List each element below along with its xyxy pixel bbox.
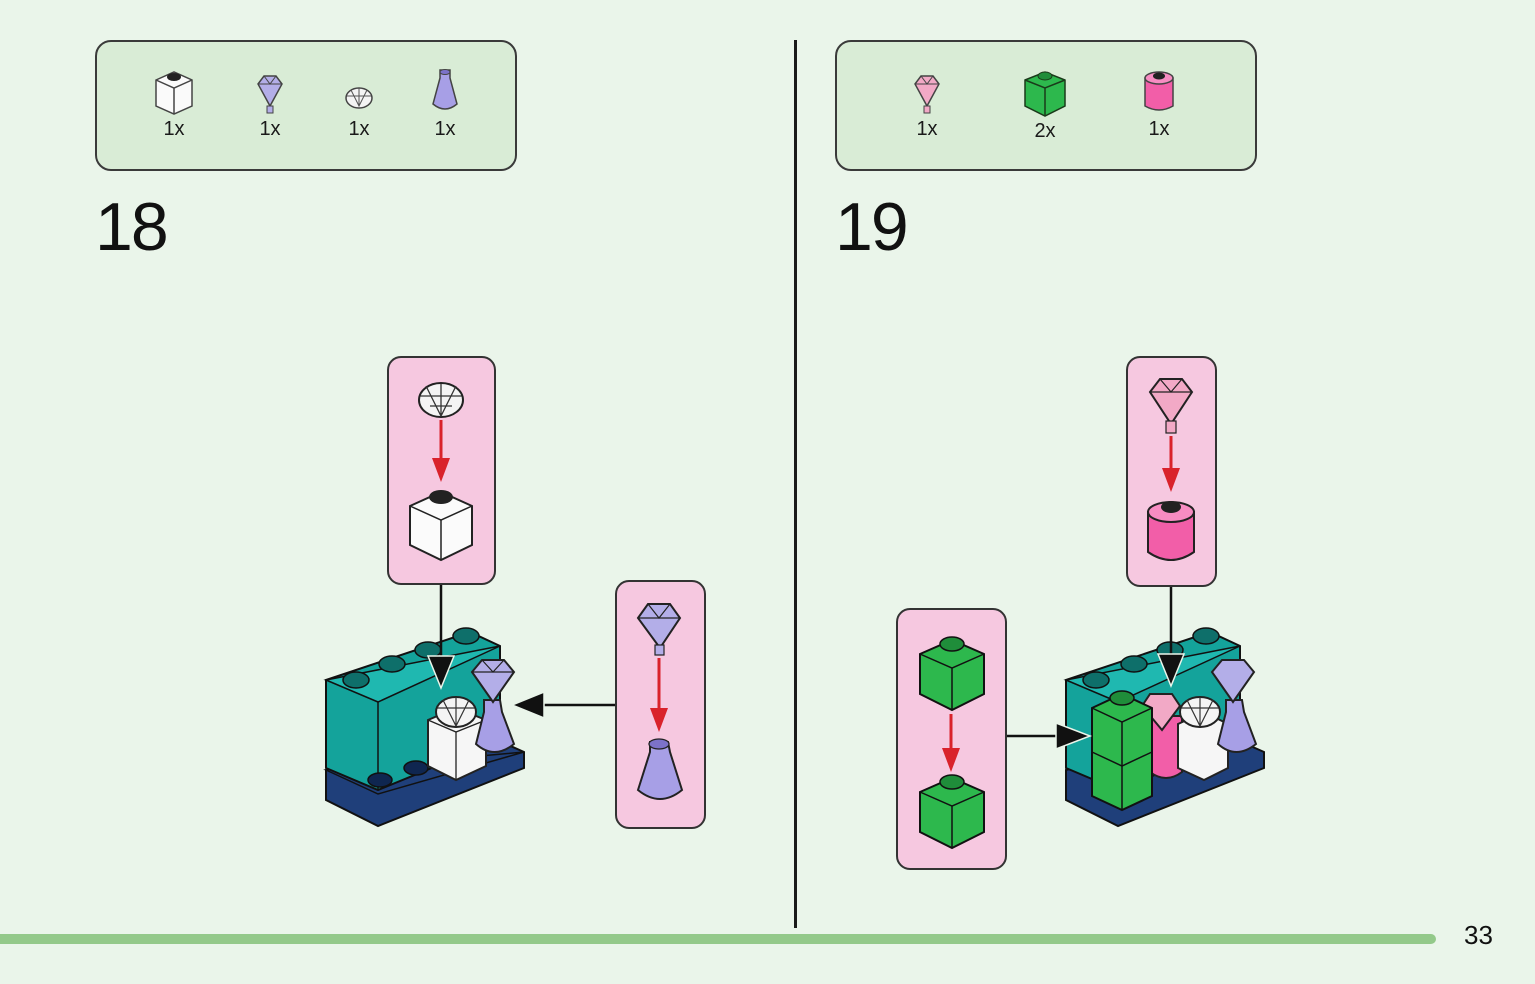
part-clear-brick: 1x xyxy=(144,66,204,141)
part-clear-jewel: 1x xyxy=(329,66,389,141)
step-number-18: 18 xyxy=(95,189,169,265)
part-lavender-diamond: 1x xyxy=(240,66,300,141)
step19-model xyxy=(1063,627,1265,828)
part-qty: 2x xyxy=(1034,120,1056,142)
connector-arrow-icon xyxy=(1156,587,1186,688)
connector-arrow-icon xyxy=(1007,721,1093,751)
part-pink-round-brick: 1x xyxy=(1129,66,1189,141)
red-arrow-icon xyxy=(942,714,960,772)
part-qty: 1x xyxy=(348,118,370,140)
red-arrow-icon xyxy=(1162,436,1180,492)
part-pink-diamond: 1x xyxy=(897,66,957,141)
progress-bar xyxy=(0,934,1436,944)
step19-pink-round-piece xyxy=(1147,501,1195,561)
part-green-brick: 2x xyxy=(1015,66,1075,143)
step18-diamond-piece xyxy=(636,603,682,656)
part-qty: 1x xyxy=(916,118,938,140)
step18-jewel-piece xyxy=(418,382,464,418)
step-19-parts-box: 1x 2x 1x xyxy=(835,40,1257,171)
step19-green-brick-bottom xyxy=(919,774,985,850)
part-qty: 1x xyxy=(434,118,456,140)
green-brick-icon xyxy=(1024,71,1066,117)
clear-brick-icon xyxy=(155,71,193,115)
step19-pink-diamond-piece xyxy=(1148,378,1194,434)
part-lavender-cone: 1x xyxy=(415,66,475,141)
red-arrow-icon xyxy=(650,658,668,732)
red-arrow-icon xyxy=(432,420,450,482)
step18-clear-brick-piece xyxy=(409,490,473,562)
step19-green-brick-top xyxy=(919,636,985,712)
step18-cone-piece xyxy=(636,738,684,800)
page-divider xyxy=(794,40,797,928)
part-qty: 1x xyxy=(259,118,281,140)
round-jewel-icon xyxy=(345,87,373,109)
diamond-icon xyxy=(914,75,940,114)
diamond-icon xyxy=(257,75,283,114)
part-qty: 1x xyxy=(163,118,185,140)
connector-arrow-icon xyxy=(510,690,615,720)
part-qty: 1x xyxy=(1148,118,1170,140)
round-brick-icon xyxy=(1144,71,1174,111)
cone-icon xyxy=(432,69,458,110)
page-number: 33 xyxy=(1464,920,1493,950)
connector-arrow-icon xyxy=(426,585,456,690)
step-number-19: 19 xyxy=(835,189,909,265)
step18-model xyxy=(323,627,525,828)
step-18-parts-box: 1x 1x 1x 1x xyxy=(95,40,517,171)
